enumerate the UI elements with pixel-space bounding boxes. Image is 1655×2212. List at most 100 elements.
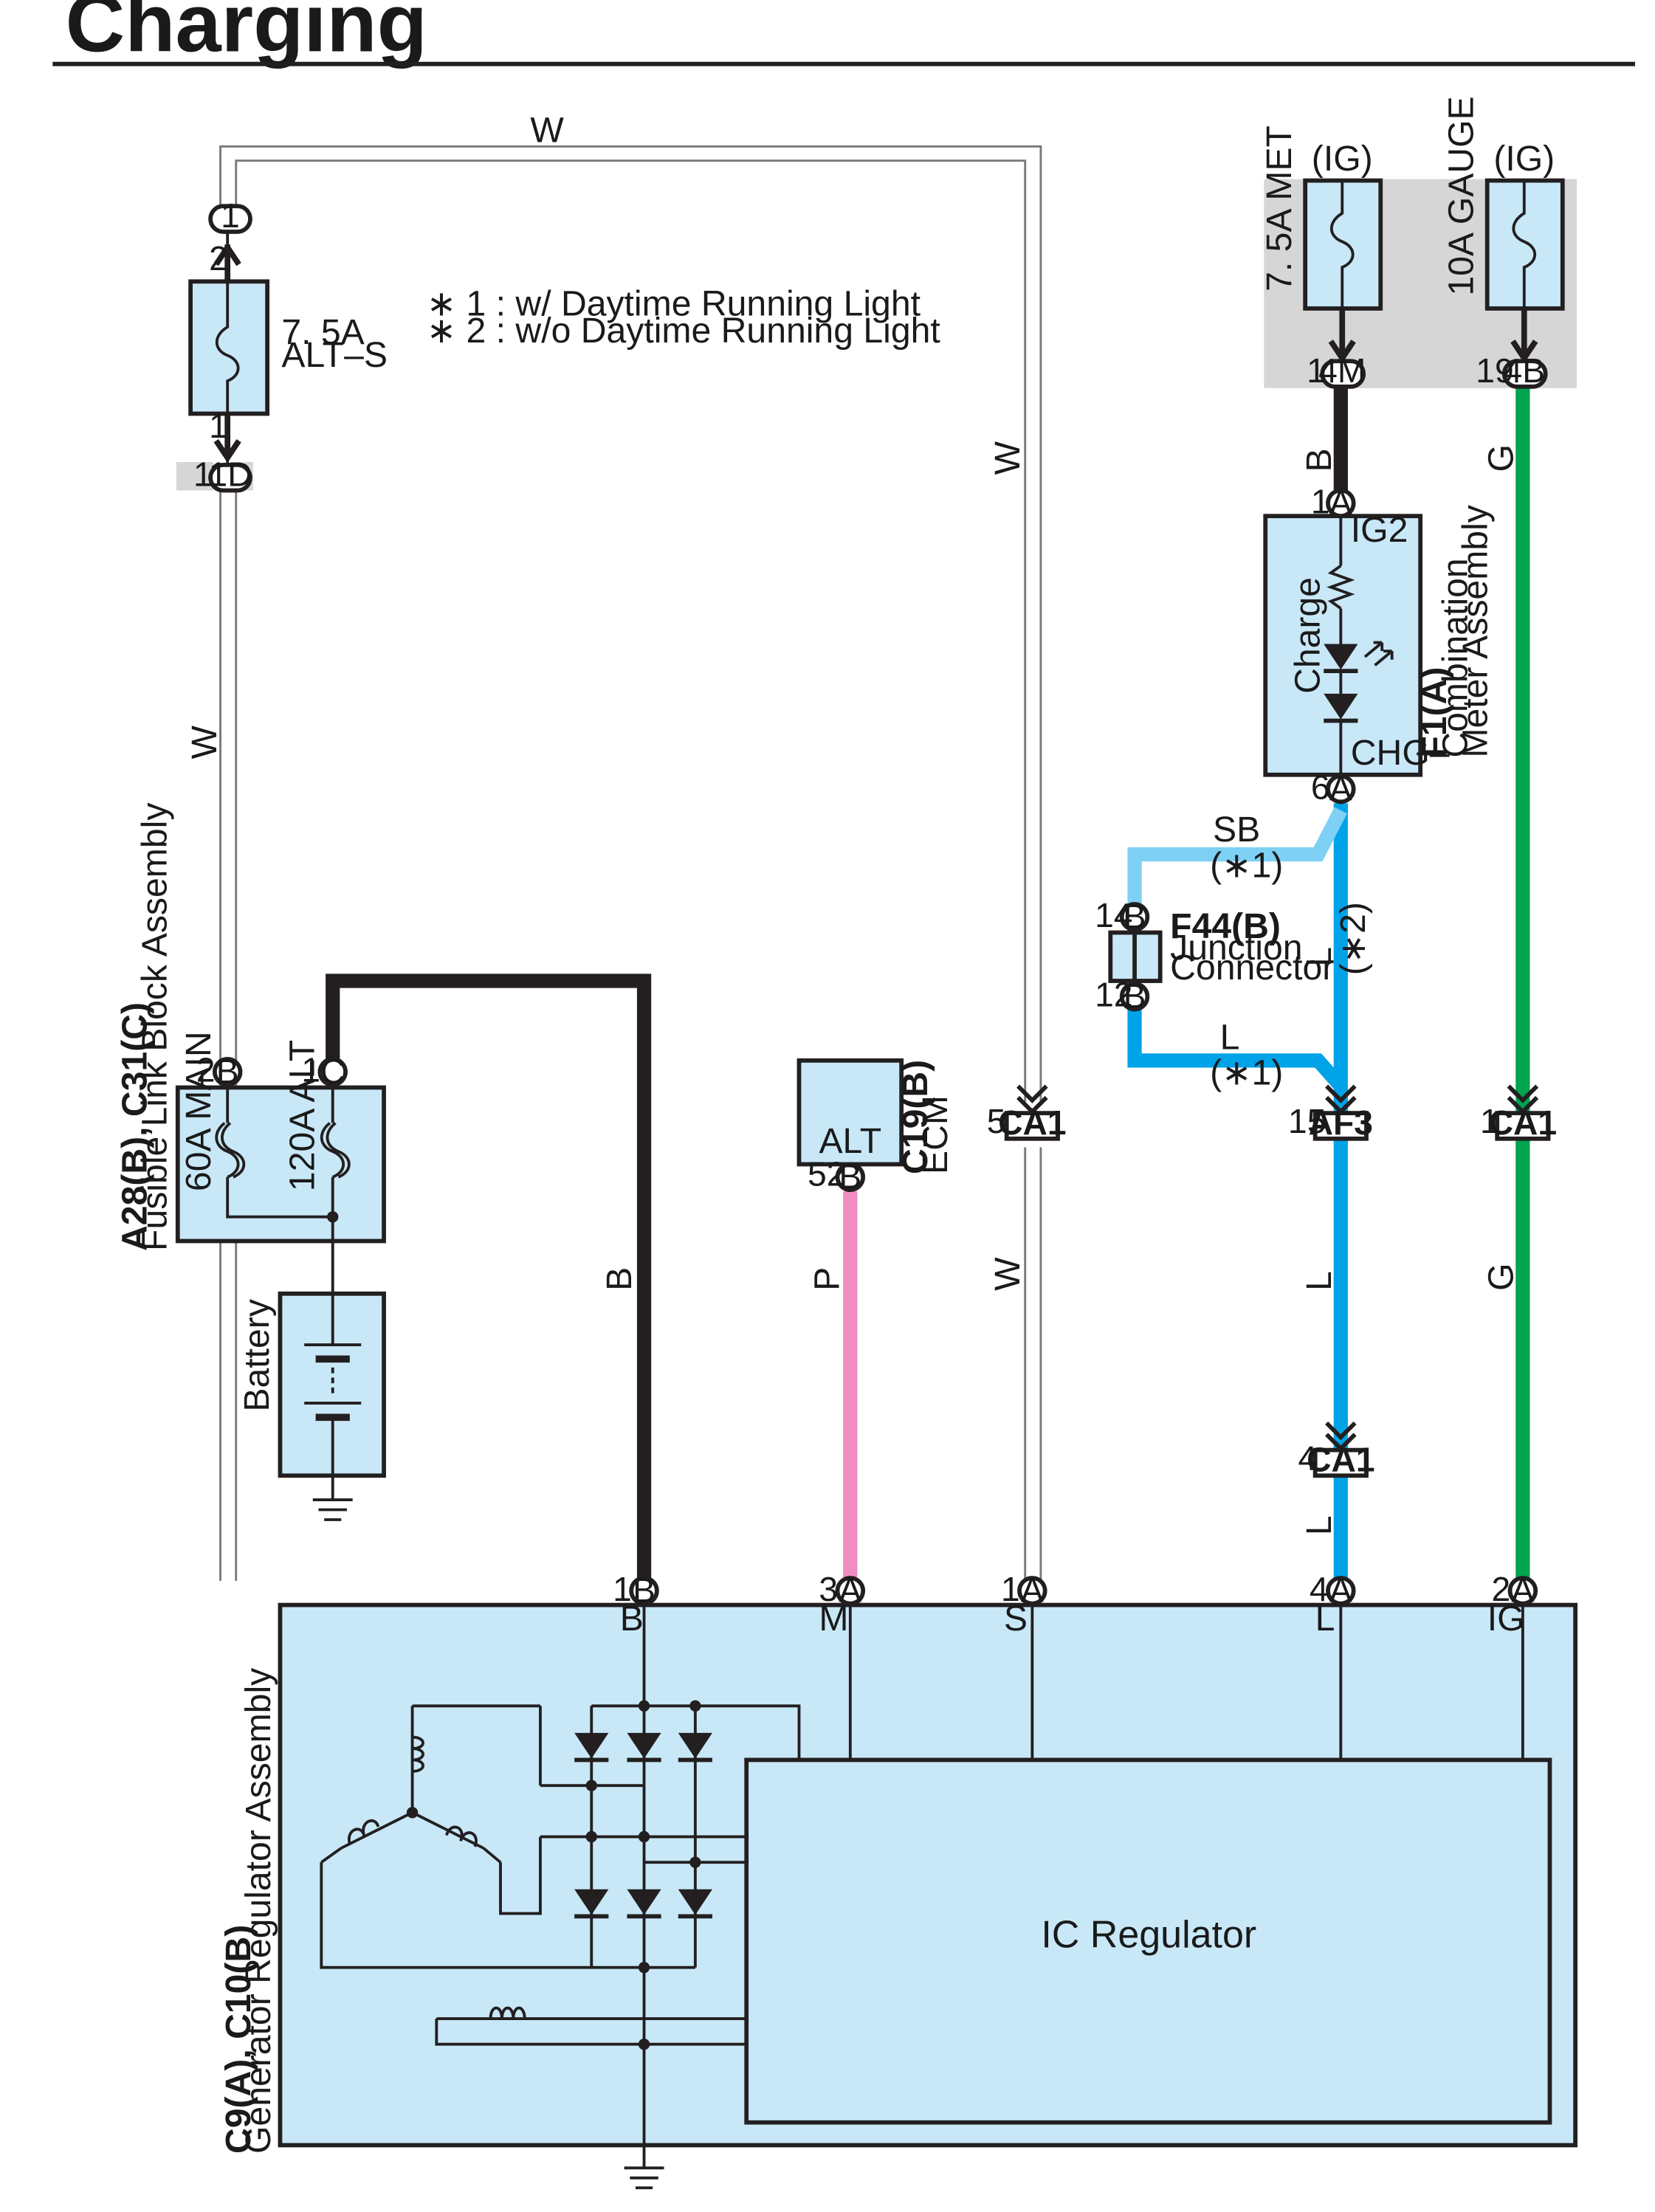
connector-f44-bottom: B bbox=[1119, 977, 1150, 1016]
connector-gen-ig: A bbox=[1507, 1571, 1538, 1610]
connector-ca1-ig: CA1 bbox=[1489, 1084, 1557, 1142]
pin-f1-top: 1 bbox=[1311, 482, 1330, 520]
pin-fuse-bottom: 1 bbox=[209, 407, 228, 445]
connector-af3-label: AF3 bbox=[1309, 1103, 1373, 1142]
wire-label-g-lower: G bbox=[1481, 1263, 1521, 1290]
pin-4b: 19 bbox=[1476, 351, 1513, 390]
fuse-alt-s-name: ALT–S bbox=[281, 335, 388, 375]
f44-name2: Connector bbox=[1170, 948, 1334, 988]
wire-label-g-upper: G bbox=[1481, 444, 1521, 472]
terminal-l: L bbox=[1315, 1599, 1335, 1639]
wire-label-w-top: W bbox=[530, 111, 564, 151]
f1-code: F1(A) bbox=[1414, 667, 1454, 758]
f1-name1: Combination bbox=[1436, 558, 1476, 757]
connector-f44-top: B bbox=[1119, 897, 1150, 936]
ic-regulator-box bbox=[744, 1757, 1552, 2125]
connector-gen-b: B bbox=[629, 1571, 659, 1610]
pin-gen-ig: 2 bbox=[1491, 1570, 1510, 1608]
connector-fl-b-label: B bbox=[216, 1052, 239, 1091]
connector-fl-c-label: C bbox=[320, 1052, 345, 1091]
wire-label-w-lower: W bbox=[988, 1257, 1028, 1291]
pin-f1-bottom: 6 bbox=[1311, 768, 1330, 806]
wire-label-l-low: L bbox=[1299, 1515, 1339, 1535]
combination-meter-box bbox=[1263, 514, 1423, 777]
wire-label-b-gen: B bbox=[599, 1267, 639, 1291]
wire-label-l-mid: L bbox=[1299, 1271, 1339, 1291]
battery-label: Battery bbox=[237, 1299, 277, 1412]
pin-fuse-top: 2 bbox=[209, 239, 228, 278]
wire-label-b-met: B bbox=[1299, 448, 1339, 472]
connector-gen-l-label: A bbox=[1329, 1571, 1352, 1610]
fuse-alt-s bbox=[188, 279, 270, 416]
wire-label-sb-note: (∗1) bbox=[1210, 845, 1283, 885]
connector-ecm: B bbox=[835, 1157, 866, 1196]
connector-f1-top: A bbox=[1326, 483, 1356, 522]
wire-label-l-f44-note: (∗1) bbox=[1210, 1053, 1283, 1093]
wire-blue-f44 bbox=[1127, 1006, 1346, 1091]
connector-ca1-ig-label: CA1 bbox=[1489, 1103, 1557, 1142]
connector-1d: 1D bbox=[208, 455, 252, 494]
f44-name1: Junction bbox=[1170, 928, 1302, 968]
pin-ecm: 52 bbox=[808, 1154, 845, 1193]
terminal-s: S bbox=[1004, 1599, 1028, 1639]
pin-gen-s: 1 bbox=[1001, 1570, 1020, 1608]
connector-gen-m: A bbox=[835, 1571, 866, 1610]
connector-gen-s: A bbox=[1017, 1571, 1047, 1610]
connector-gen-ig-label: A bbox=[1511, 1571, 1534, 1610]
connector-ca1-s: CA1 bbox=[998, 1084, 1067, 1142]
wire-label-l-f44: L bbox=[1220, 1017, 1240, 1057]
note-no-daytime-running-light: ∗ 2 : w/o Daytime Running Light bbox=[427, 311, 941, 351]
pin-gen-m: 3 bbox=[819, 1570, 838, 1608]
connector-gen-l: A bbox=[1326, 1571, 1356, 1610]
f44-code: F44(B) bbox=[1170, 906, 1281, 946]
battery-ground-icon bbox=[312, 1498, 353, 1521]
generator-code: C9(A), C10(B) bbox=[219, 1925, 258, 2154]
connector-4m-label: 4M bbox=[1318, 351, 1366, 390]
junction-connector-box bbox=[1108, 930, 1163, 983]
fusible-link-block-box bbox=[175, 1085, 386, 1244]
fuse-gauge bbox=[1484, 178, 1565, 311]
connector-f44-bottom-label: B bbox=[1124, 977, 1146, 1016]
f1-name2: Meter Assembly bbox=[1456, 505, 1496, 757]
fuse-main-label: 60A MAIN bbox=[179, 1031, 219, 1191]
terminal-ig: IG bbox=[1487, 1599, 1525, 1639]
connector-f1-bottom: A bbox=[1326, 769, 1356, 807]
page-title: Charging bbox=[66, 0, 427, 69]
connector-f44-top-label: B bbox=[1124, 897, 1146, 936]
generator-ground-icon bbox=[624, 2166, 664, 2190]
fuse-met-label: 7. 5A MET bbox=[1259, 125, 1299, 292]
wire-label-sb: SB bbox=[1213, 810, 1260, 850]
ecm-code: C19(B) bbox=[895, 1060, 935, 1174]
pin-fl-c: 1 bbox=[301, 1051, 320, 1089]
meter-chg: CHG– bbox=[1351, 733, 1450, 773]
pin-ca1-ig: 1 bbox=[1480, 1102, 1499, 1140]
fusible-link-name: Fusible Link Block Assembly bbox=[134, 803, 174, 1251]
wire-label-w-right: W bbox=[988, 441, 1028, 475]
fuse-alt-label: 120A ALT bbox=[283, 1040, 323, 1191]
connector-4m: 4M bbox=[1318, 351, 1366, 390]
connector-f1-top-label: A bbox=[1329, 483, 1352, 522]
connector-fl-c: C bbox=[317, 1052, 348, 1091]
connector-gen-s-label: A bbox=[1021, 1571, 1044, 1610]
terminal-arrow-met bbox=[1328, 340, 1356, 364]
pin-gen-l: 4 bbox=[1310, 1570, 1329, 1608]
pin-fl-b: 2 bbox=[196, 1051, 216, 1089]
generator-junction-dots bbox=[406, 1700, 701, 2050]
wire-label-p-ecm: P bbox=[807, 1267, 847, 1291]
connector-f1-bottom-label: A bbox=[1329, 769, 1352, 807]
pin-1d: 1 bbox=[193, 455, 213, 494]
generator-name: Generator Regulator Assembly bbox=[238, 1668, 278, 2154]
wire-label-l-main-note: (∗2) bbox=[1333, 902, 1373, 975]
terminal-b: B bbox=[620, 1599, 644, 1639]
pin-ca1-l: 4 bbox=[1298, 1439, 1318, 1478]
connector-ecm-label: B bbox=[839, 1157, 861, 1196]
ig-label-met: (IG) bbox=[1312, 139, 1373, 179]
terminal-m: M bbox=[819, 1599, 848, 1639]
connector-1d-label: 1D bbox=[208, 455, 252, 494]
fuse-gauge-label: 10A GAUGE bbox=[1441, 96, 1481, 295]
fusible-link-code: A28(B), C31(C) bbox=[114, 1002, 154, 1251]
ic-regulator-label: IC Regulator bbox=[1041, 1914, 1256, 1957]
pin-f44-top: 14 bbox=[1095, 896, 1132, 934]
connector-ca1-l-label: CA1 bbox=[1307, 1441, 1374, 1479]
